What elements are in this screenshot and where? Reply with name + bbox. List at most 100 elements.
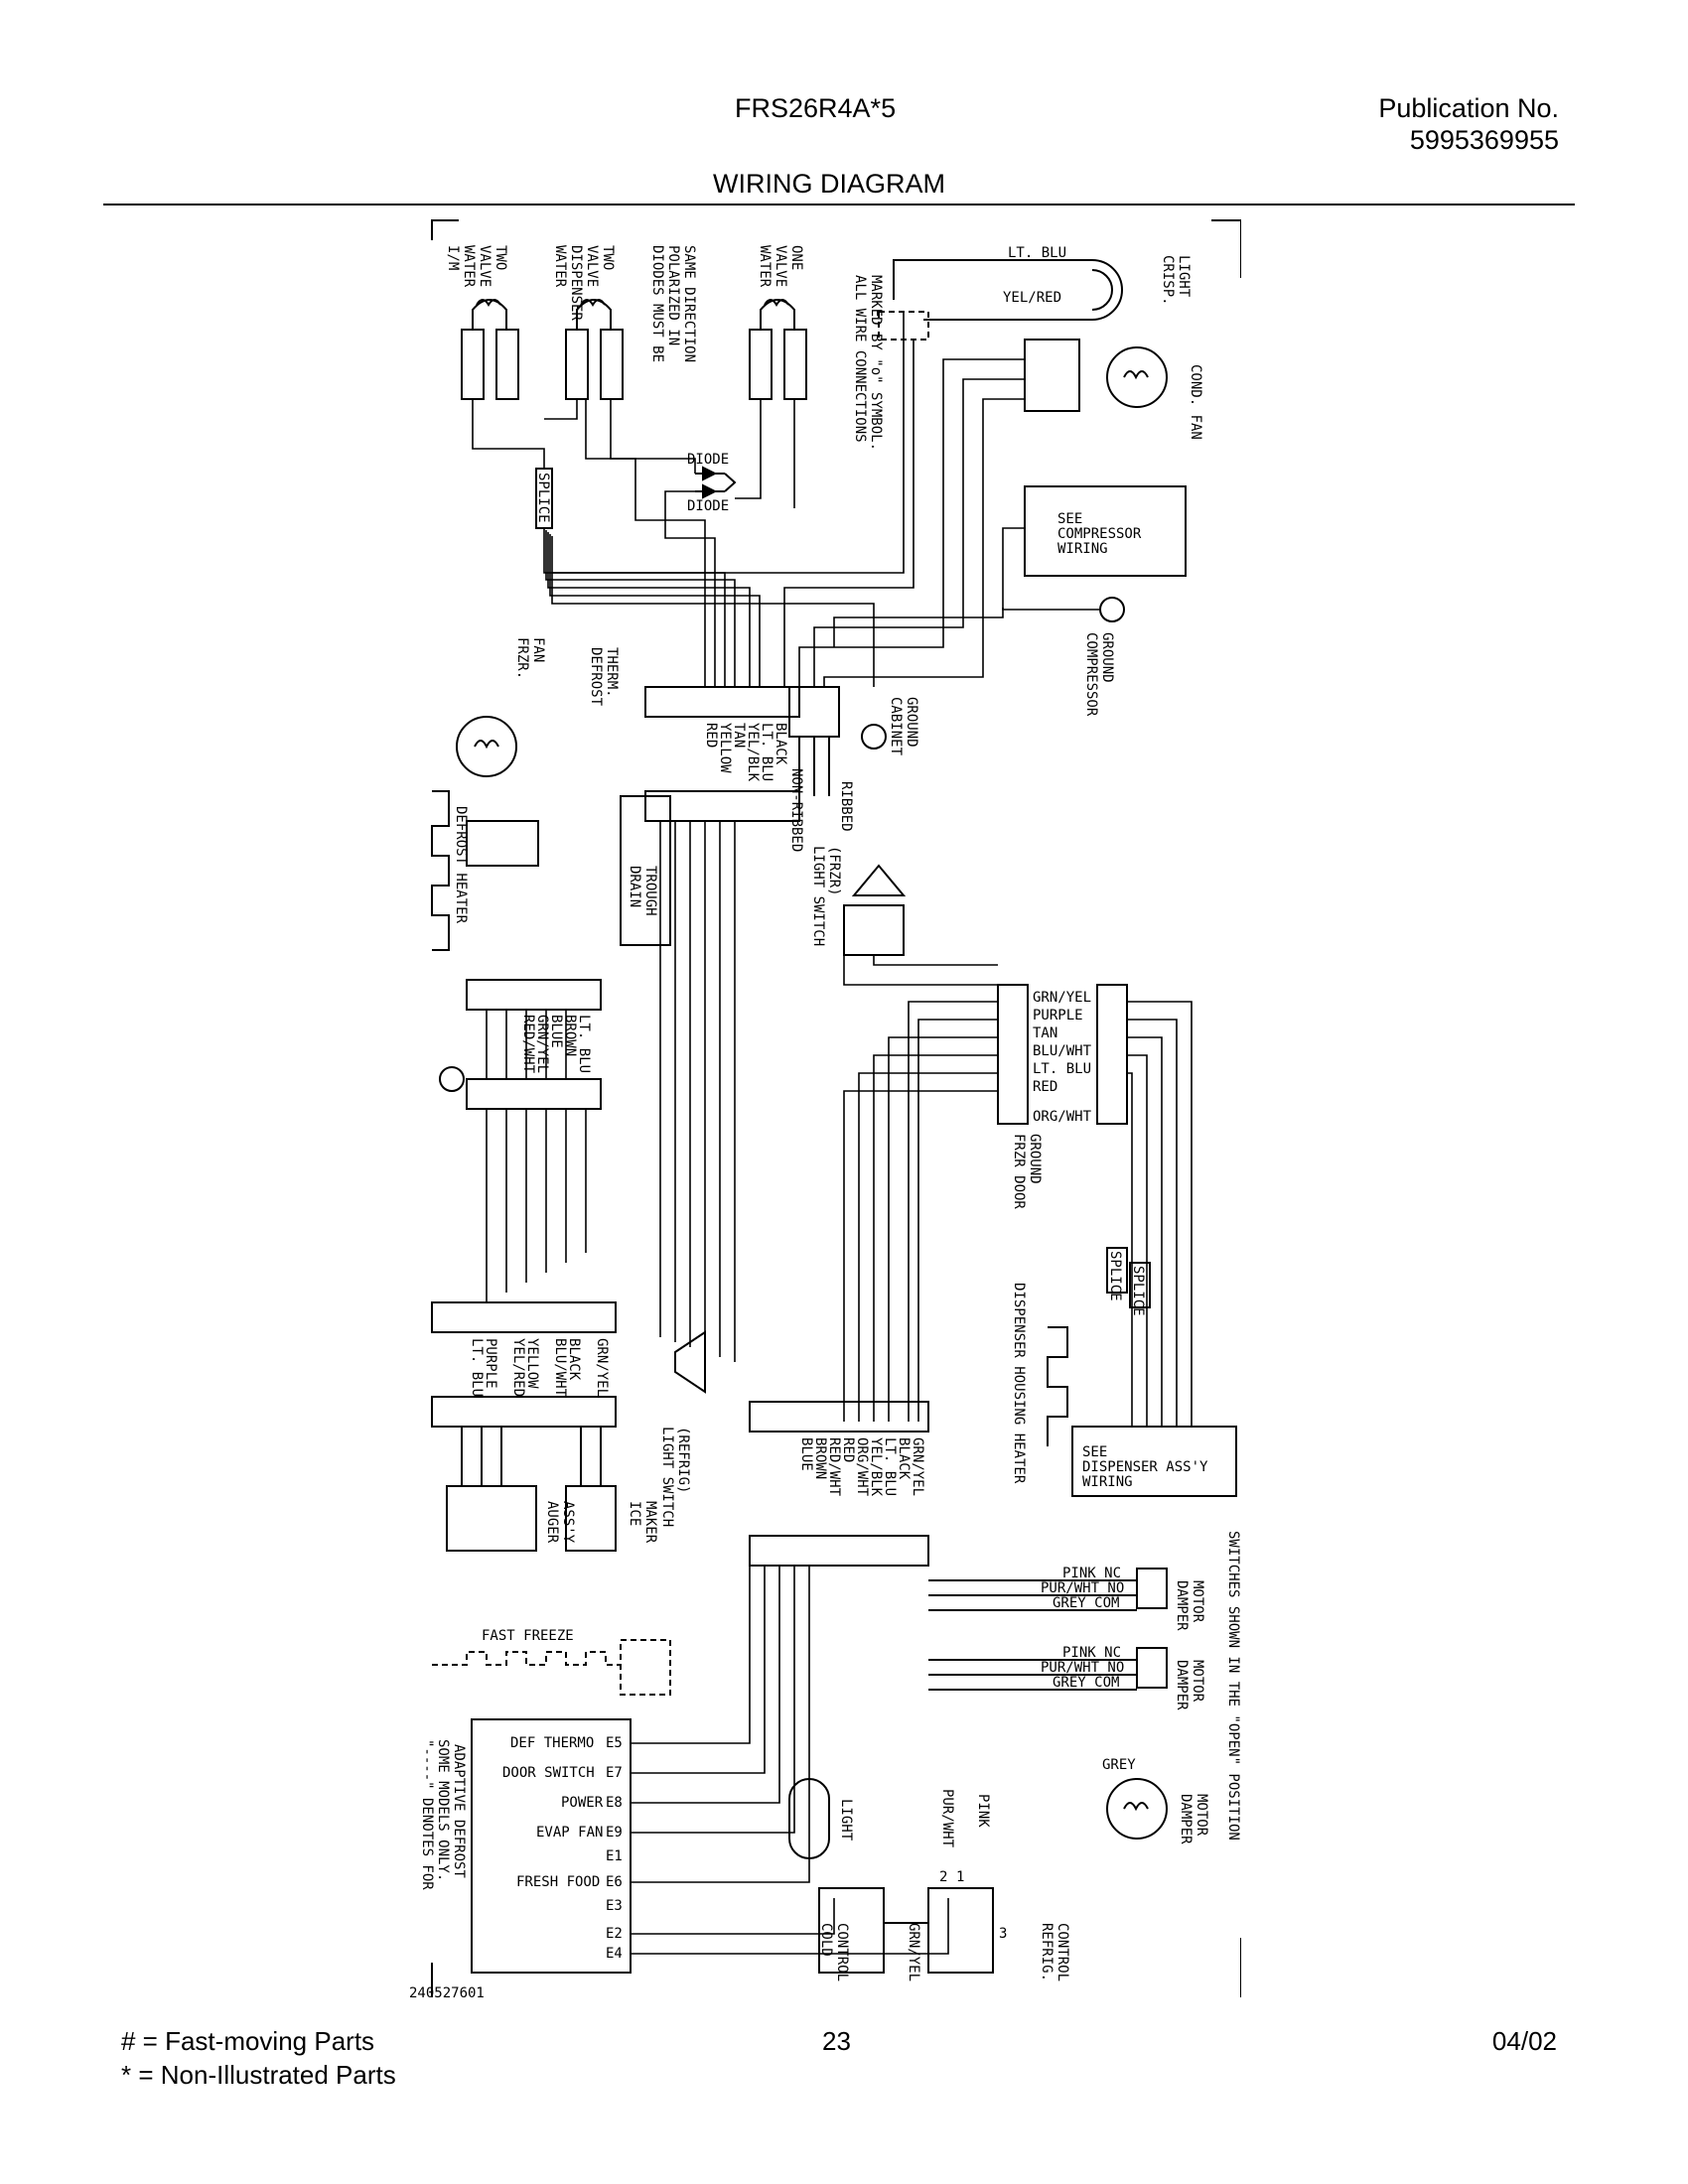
connector-c-mate xyxy=(1096,984,1128,1125)
auger-assembly xyxy=(446,1485,537,1552)
legend-non-illustrated: * = Non-Illustrated Parts xyxy=(121,2060,396,2090)
fast-freeze-element xyxy=(432,1651,621,1666)
sw2-pur-wht-no: PUR/WHT NO xyxy=(1041,1660,1124,1676)
auger-label-1: AUGER xyxy=(544,1501,560,1544)
connector-e-mate xyxy=(749,1535,929,1567)
control-terminal-1: 1 xyxy=(956,1869,964,1885)
wire-pur-wht: PUR/WHT xyxy=(939,1789,955,1848)
ad-term-6-label: FRESH FOOD xyxy=(516,1874,600,1890)
im-valve-label-3: VALVE xyxy=(477,245,492,287)
splice-2-label: SPLICE xyxy=(1130,1266,1146,1316)
sw2-grey-com: GREY COM xyxy=(1053,1675,1119,1691)
diodes xyxy=(695,466,737,499)
valve-one-label-1: WATER xyxy=(757,245,773,288)
ad-term-9-pin: E4 xyxy=(606,1946,623,1962)
conn-d-wire-4: YELLOW xyxy=(524,1338,540,1389)
conn-d-wire-5: YEL/RED xyxy=(510,1338,526,1397)
conn-c-wire-4: BLU/WHT xyxy=(1033,1043,1092,1059)
ad-term-3-pin: E8 xyxy=(606,1795,623,1811)
connector-a xyxy=(644,686,800,718)
defrost-therm-label-2: THERM. xyxy=(604,647,620,698)
valve-one-label-3: ONE xyxy=(788,245,804,270)
connections-note-1: ALL WIRE CONNECTIONS xyxy=(852,275,868,443)
fast-freeze-label: FAST FREEZE xyxy=(482,1628,574,1644)
sw1-damper-label-2: MOTOR xyxy=(1190,1580,1205,1623)
cabinet-ground-symbol xyxy=(861,724,887,750)
denotes-note-1: "----" DENOTES FOR xyxy=(419,1739,435,1890)
conn-a-wire-6: RED xyxy=(703,723,719,748)
connector-b xyxy=(466,979,602,1011)
conn-c-wire-1: GRN/YEL xyxy=(1033,990,1091,1006)
ad-term-8-pin: E2 xyxy=(606,1926,623,1942)
header-rule xyxy=(103,204,1575,205)
cold-control-label-2: CONTROL xyxy=(834,1923,850,1981)
light-label: LIGHT xyxy=(838,1799,854,1842)
light-switch-refrig-label-1: LIGHT SWITCH xyxy=(659,1427,675,1527)
crisper-light xyxy=(893,259,1123,321)
dispenser-wiring-box xyxy=(1071,1426,1237,1497)
damper-motor xyxy=(1106,1778,1168,1840)
disp-valve-label-1: WATER xyxy=(552,245,568,288)
diodes-note-3: SAME DIRECTION xyxy=(681,245,697,362)
compressor-box-line-2: COMPRESSOR xyxy=(1057,526,1142,542)
ice-maker-label-2: MAKER xyxy=(642,1501,658,1544)
splice-1-label: SPLICE xyxy=(1107,1251,1123,1301)
im-valve-label-2: WATER xyxy=(461,245,477,288)
cabinet-ground-label-2: GROUND xyxy=(904,697,919,748)
splice-1 xyxy=(1106,1247,1128,1294)
cold-control xyxy=(818,1887,885,1974)
fast-freeze-connector xyxy=(620,1639,671,1696)
defrost-therm-label-1: DEFROST xyxy=(588,647,604,707)
conn-e-wire-1: GRN/YEL xyxy=(910,1437,925,1496)
adaptive-defrost-terminals: DEF THERMO E5 DOOR SWITCH E7 POWER E8 EV… xyxy=(502,1735,623,1962)
conn-c-wire-5: LT. BLU xyxy=(1033,1061,1091,1077)
light-switch-refrig xyxy=(674,1330,706,1394)
model-number: FRS26R4A*5 xyxy=(735,93,897,123)
ad-term-5-pin: E1 xyxy=(606,1848,623,1864)
middle-harness xyxy=(486,821,1193,1427)
compressor-ground-label-2: GROUND xyxy=(1099,632,1115,683)
conn-e-wire-3: LT. BLU xyxy=(882,1437,898,1496)
control-terminal-2: 2 xyxy=(939,1869,947,1885)
ad-term-6-pin: E6 xyxy=(606,1874,623,1890)
conn-d-wire-7: LT. BLU xyxy=(469,1338,485,1397)
frzr-fan-label-2: FAN xyxy=(530,637,546,662)
ad-term-3-label: POWER xyxy=(561,1795,604,1811)
refrig-control-label-1: REFRIG. xyxy=(1039,1923,1055,1981)
damper-motor-label-1: DAMPER xyxy=(1178,1794,1194,1844)
diodes-note-2: POLARIZED IN xyxy=(665,245,681,345)
compressor-ground-label-1: COMPRESSOR xyxy=(1083,632,1099,717)
sw1-pur-wht-no: PUR/WHT NO xyxy=(1041,1580,1124,1596)
ribbed-leads xyxy=(798,737,830,796)
diode-label-top: DIODE xyxy=(687,452,729,468)
water-valves xyxy=(461,299,807,400)
conn-a-wire-5: YELLOW xyxy=(717,723,733,773)
wire-yel-red-top: YEL/RED xyxy=(1003,290,1061,306)
non-ribbed-label: NON-RIBBED xyxy=(788,768,804,852)
connector-ribbed xyxy=(788,686,840,738)
drain-trough-label-1: DRAIN xyxy=(627,866,642,907)
legend-fast-moving: # = Fast-moving Parts xyxy=(121,2026,375,2056)
ad-term-4-pin: E9 xyxy=(606,1825,623,1841)
control-terminal-3: 3 xyxy=(999,1926,1007,1942)
ad-term-2-pin: E7 xyxy=(606,1765,623,1781)
conn-e-wire-9: BLUE xyxy=(798,1437,814,1471)
ad-term-7-pin: E3 xyxy=(606,1898,623,1914)
ribbed-label: RIBBED xyxy=(838,781,854,832)
denotes-note-2: SOME MODELS ONLY. xyxy=(435,1739,451,1881)
frzr-door-ground-label-2: GROUND xyxy=(1027,1134,1043,1184)
wire-pink: PINK xyxy=(975,1794,991,1828)
conn-a-wire-4: TAN xyxy=(731,723,747,748)
ice-maker-label-1: ICE xyxy=(627,1501,642,1526)
switches-note: SWITCHES SHOWN IN THE "OPEN" POSITION xyxy=(1225,1531,1241,1841)
sw1-grey-com: GREY COM xyxy=(1053,1595,1119,1611)
dispenser-box-line-1: SEE xyxy=(1082,1444,1107,1460)
diagram-title: WIRING DIAGRAM xyxy=(713,169,945,199)
conn-b-wire-1: LT. BLU xyxy=(576,1015,592,1073)
dispenser-heater-label: DISPENSER HOUSING HEATER xyxy=(1011,1283,1027,1484)
conn-e-wire-4: YEL/BLK xyxy=(868,1437,884,1497)
sw2-damper-label-2: MOTOR xyxy=(1190,1660,1205,1703)
dispenser-box-line-2: DISPENSER ASS'Y xyxy=(1082,1459,1208,1475)
sw2-pink-nc: PINK NC xyxy=(1062,1645,1121,1661)
refrig-control-label-2: CONTROL xyxy=(1055,1923,1070,1981)
